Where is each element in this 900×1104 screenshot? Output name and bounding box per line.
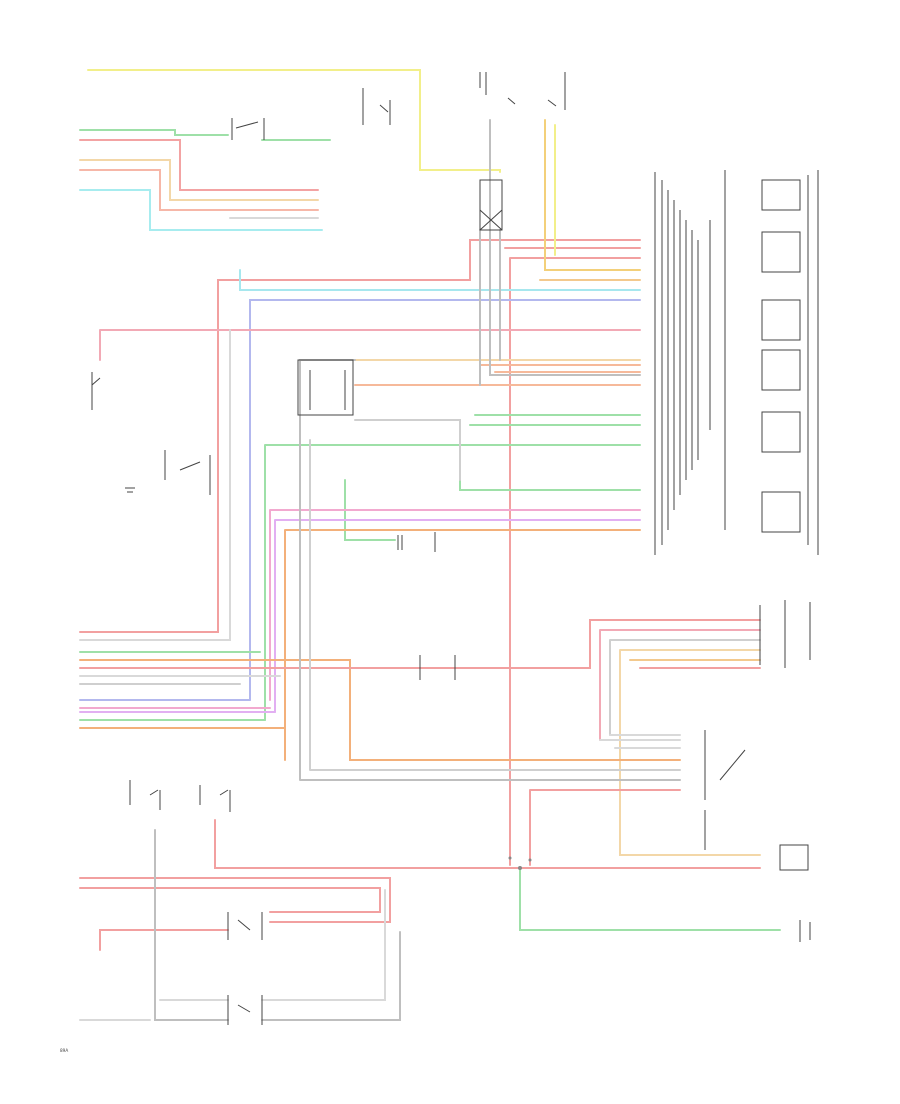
switch-top-left (231, 118, 265, 140)
wire-pnk-yel-2 (79, 169, 319, 211)
wire-lt-grn-1 (79, 129, 229, 136)
wire-lower-orange (79, 659, 601, 761)
wire-dist-grey2 (309, 439, 681, 771)
control-relay-module (654, 170, 819, 555)
wire-bottom-grey2 (159, 889, 386, 1001)
ground-symbol-1 (125, 487, 135, 493)
relay-lower (227, 912, 263, 1025)
wire-dist-red (529, 789, 681, 866)
wire-blue-long (249, 299, 641, 701)
wire-red-main (89, 239, 641, 633)
relay-top-right (479, 72, 566, 110)
wire-lower-grey (79, 329, 231, 641)
relay-top-center (362, 88, 391, 125)
wire-grey-r10 (354, 419, 461, 481)
wire-bottom-green (519, 867, 781, 931)
wire-bottom-grey (154, 829, 401, 1021)
wire-tan-yel (79, 159, 319, 201)
wire-dist-grey (299, 359, 681, 781)
wire-relay-grey (479, 119, 641, 386)
wire-bottom-pink (99, 929, 229, 951)
wire-pink-long (99, 329, 641, 361)
wire-purple-v (274, 519, 641, 713)
wire-grn-r7 (264, 444, 641, 721)
wire-mid-tan (619, 649, 761, 856)
distributor (704, 730, 746, 850)
splice-dot-2 (508, 856, 512, 860)
ac-compressor-clutch (397, 532, 436, 552)
wire-cyan-long (239, 269, 641, 291)
fuel-door-switch (91, 372, 211, 495)
splice-dot-3 (528, 858, 532, 862)
wire-orange-v (284, 529, 641, 761)
page-id: 89A (60, 1048, 68, 1053)
wire-grn-r8 (459, 479, 641, 491)
wire-bottom-red (214, 819, 761, 869)
wire-grn-r9 (344, 479, 396, 541)
ignition-module-connector (759, 600, 811, 668)
wire-mid-pink (599, 629, 761, 741)
wire-lt-yel-cyan (79, 189, 323, 231)
splice-x (479, 179, 503, 231)
wire-yellow-top (87, 69, 501, 173)
wire-bottom-red3 (79, 887, 381, 913)
wire-mid-red (419, 619, 761, 669)
wire-pnk-yel-1 (79, 139, 319, 191)
wire-mid-grey (609, 639, 761, 736)
splice-dot-1 (518, 866, 522, 870)
knock-sensor (799, 920, 811, 942)
wire-dist-grey3 (599, 734, 681, 749)
wire-relay-orange (544, 119, 641, 271)
center-connector (419, 655, 456, 680)
egr-solenoid (779, 844, 809, 871)
wire-bottom-red2 (79, 877, 391, 923)
switch-lower-left (129, 780, 231, 812)
connector-block-mid (297, 359, 354, 416)
